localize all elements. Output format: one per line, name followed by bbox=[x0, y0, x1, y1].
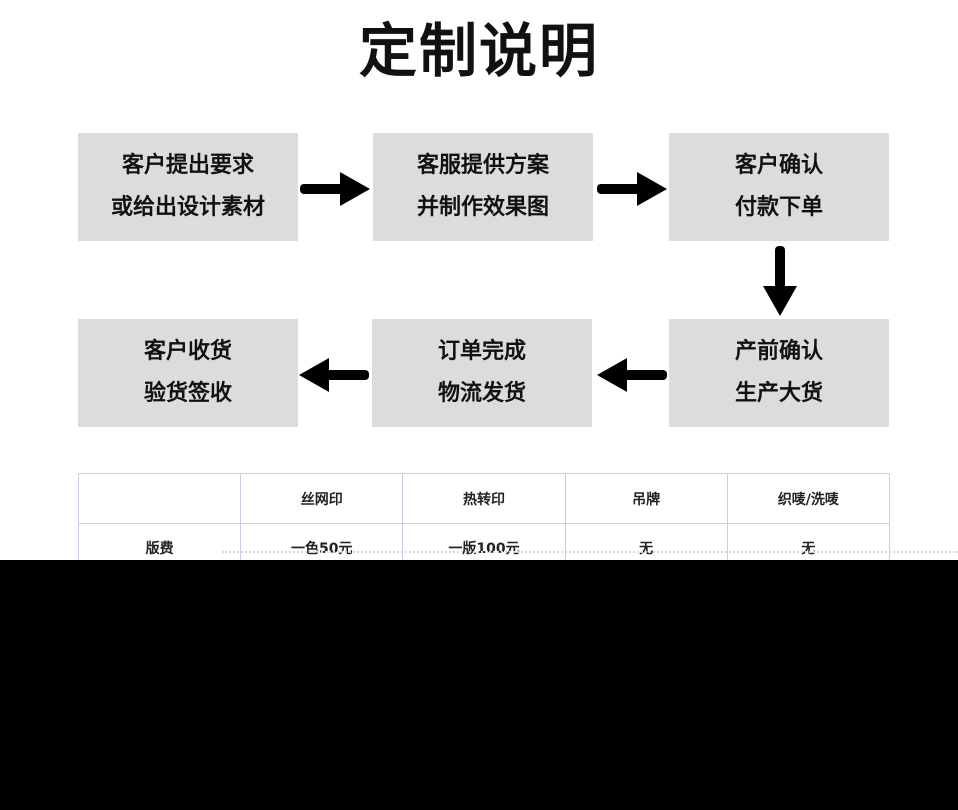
arrow-right-icon bbox=[597, 172, 667, 206]
flow-step-2-line2: 并制作效果图 bbox=[416, 195, 549, 220]
arrow-left-icon bbox=[597, 358, 667, 392]
table-header-cell: 织唛/洗唛 bbox=[726, 473, 891, 524]
dotted-divider bbox=[222, 551, 958, 555]
page-title: 定制说明 bbox=[358, 17, 599, 85]
flow-step-1-line1: 客户提出要求 bbox=[121, 153, 254, 178]
flow-step-4-line1: 产前确认 bbox=[734, 339, 823, 364]
flow-step-3-line2: 付款下单 bbox=[734, 195, 823, 220]
flow-step-5-line1: 订单完成 bbox=[437, 339, 526, 364]
flow-step-3: 客户确认 付款下单 bbox=[669, 133, 889, 241]
price-table: 丝网印 热转印 吊牌 织唛/洗唛 版费 一色50元 一版100元 无 无 bbox=[77, 473, 891, 573]
arrow-right-icon bbox=[300, 172, 370, 206]
table-header-row: 丝网印 热转印 吊牌 织唛/洗唛 bbox=[77, 473, 891, 524]
flow-step-6-line2: 验货签收 bbox=[143, 381, 232, 406]
arrow-left-icon bbox=[299, 358, 369, 392]
flow-step-5: 订单完成 物流发货 bbox=[372, 319, 592, 427]
table-header-cell bbox=[77, 473, 242, 524]
flow-step-6: 客户收货 验货签收 bbox=[78, 319, 298, 427]
flow-step-1-line2: 或给出设计素材 bbox=[110, 195, 265, 220]
flow-step-6-line1: 客户收货 bbox=[143, 339, 232, 364]
flow-step-4-line2: 生产大货 bbox=[734, 381, 823, 406]
flow-step-2-line1: 客服提供方案 bbox=[416, 153, 549, 178]
table-header-cell: 热转印 bbox=[402, 473, 566, 524]
flow-step-2: 客服提供方案 并制作效果图 bbox=[373, 133, 593, 241]
table-header-cell: 吊牌 bbox=[564, 473, 728, 524]
table-header-cell: 丝网印 bbox=[240, 473, 404, 524]
black-overlay bbox=[0, 560, 958, 810]
flow-step-3-line1: 客户确认 bbox=[734, 153, 823, 178]
flow-step-5-line2: 物流发货 bbox=[437, 381, 526, 406]
flow-step-1: 客户提出要求 或给出设计素材 bbox=[78, 133, 298, 241]
flow-step-4: 产前确认 生产大货 bbox=[669, 319, 889, 427]
arrow-down-icon bbox=[763, 246, 797, 316]
